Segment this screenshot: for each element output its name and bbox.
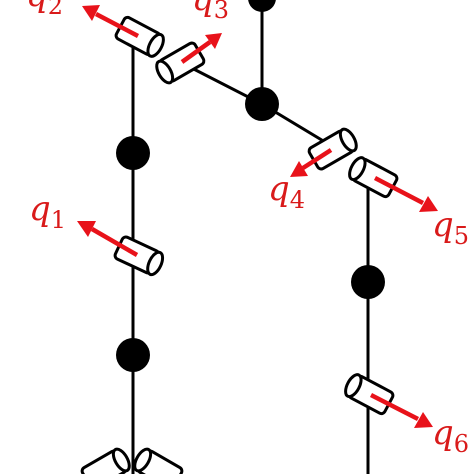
- label-q1: q1: [29, 189, 66, 234]
- arrow-q2: [82, 5, 140, 38]
- node-right: [351, 265, 385, 299]
- node-top: [248, 0, 276, 12]
- label-q3: q3: [192, 0, 229, 24]
- axis-labels: q2 q3 q1 q4 q5 q6: [26, 0, 469, 458]
- node-left-upper: [116, 136, 150, 170]
- joint-q1: [113, 235, 165, 277]
- joint-q2: [114, 15, 165, 58]
- nodes: [116, 0, 385, 372]
- joint-q6: [344, 373, 395, 416]
- arrow-q3: [180, 33, 222, 64]
- axis-arrows: [77, 5, 438, 428]
- label-q4: q4: [268, 169, 305, 214]
- arrow-q4: [290, 148, 333, 177]
- node-center: [245, 87, 279, 121]
- joint-q5: [348, 156, 399, 199]
- arrow-q1: [77, 221, 139, 257]
- joint-bottom-left: [80, 447, 131, 474]
- arrow-q5: [373, 176, 438, 212]
- node-left-lower: [116, 338, 150, 372]
- label-q5: q5: [432, 205, 469, 250]
- label-q6: q6: [432, 413, 469, 458]
- joint-bottom-right: [133, 447, 184, 474]
- arrow-q6: [369, 392, 433, 428]
- joints: [80, 15, 399, 474]
- label-q2: q2: [26, 0, 63, 20]
